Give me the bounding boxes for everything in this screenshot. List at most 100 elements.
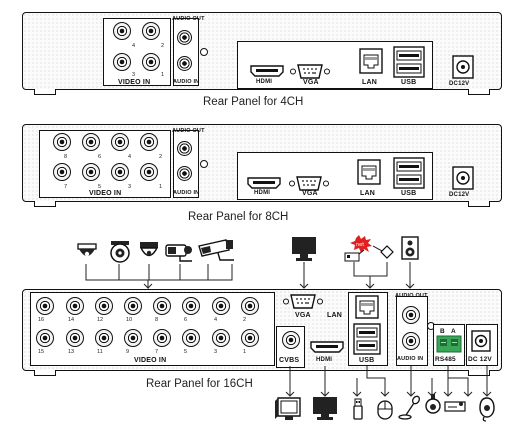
bnc-connector-icon[interactable] xyxy=(182,329,200,347)
channel-number: 10 xyxy=(126,317,133,323)
panel-foot-left xyxy=(34,370,56,376)
bnc-connector-icon[interactable] xyxy=(140,163,158,181)
vga-port-icon[interactable] xyxy=(289,176,329,191)
bnc-connector-icon[interactable] xyxy=(153,329,171,347)
cvbs-label: CVBS xyxy=(279,357,300,364)
bnc-connector-icon[interactable] xyxy=(140,133,158,151)
rca-audio-out-icon[interactable] xyxy=(402,306,420,324)
vga-port-icon[interactable] xyxy=(283,294,323,309)
hdmi-port-icon[interactable] xyxy=(250,65,284,77)
panel-foot-right xyxy=(468,89,490,95)
bnc-connector-icon[interactable] xyxy=(66,297,84,315)
hdmi-port-icon[interactable] xyxy=(247,177,281,189)
rca-audio-in-icon[interactable] xyxy=(402,332,420,350)
bnc-connector-icon[interactable] xyxy=(95,297,113,315)
usb-port-icon[interactable] xyxy=(393,157,425,189)
bnc-connector-icon[interactable] xyxy=(212,329,230,347)
channel-number: 5 xyxy=(98,184,102,190)
channel-number: 8 xyxy=(64,154,68,160)
mouse-icon xyxy=(377,400,393,420)
channel-number: 5 xyxy=(184,349,188,355)
bnc-connector-icon[interactable] xyxy=(182,297,200,315)
bullet-camera-icon xyxy=(165,244,192,262)
bnc-connector-icon[interactable] xyxy=(82,163,100,181)
hdmi-port-icon[interactable] xyxy=(310,341,344,353)
rca-audio-in-icon[interactable] xyxy=(177,56,192,71)
monitor-icon xyxy=(292,237,316,261)
status-led-icon xyxy=(200,48,208,56)
panel-foot-right xyxy=(468,201,490,207)
vga-label: VGA xyxy=(302,190,318,197)
bnc-connector-icon[interactable] xyxy=(113,53,131,71)
bnc-connector-icon[interactable] xyxy=(111,133,129,151)
channel-number: 2 xyxy=(161,43,165,49)
bnc-connector-icon[interactable] xyxy=(53,163,71,181)
audio-in-label: AUDIO IN xyxy=(173,79,200,85)
bnc-connector-icon[interactable] xyxy=(66,329,84,347)
microphone-icon xyxy=(398,395,421,420)
channel-number: 12 xyxy=(97,317,104,323)
rs485-terminal-icon[interactable] xyxy=(436,335,462,353)
audio-out-label: AUDIO OUT xyxy=(395,293,428,299)
channel-number: 4 xyxy=(132,43,136,49)
usb-port-icon[interactable] xyxy=(393,46,425,78)
channel-number: 1 xyxy=(159,184,163,190)
rs485-label: RS485 xyxy=(435,356,456,363)
bnc-connector-icon[interactable] xyxy=(95,329,113,347)
bnc-connector-icon[interactable] xyxy=(53,133,71,151)
channel-number: 6 xyxy=(98,154,102,160)
bnc-connector-icon[interactable] xyxy=(142,22,160,40)
svg-text:net: net xyxy=(356,242,364,248)
bnc-connector-icon[interactable] xyxy=(82,133,100,151)
usb-port-icon[interactable] xyxy=(353,323,381,355)
bnc-connector-icon[interactable] xyxy=(142,53,160,71)
panel-foot-left xyxy=(34,201,56,207)
rs485-pin-b: B xyxy=(440,328,445,335)
bnc-connector-icon[interactable] xyxy=(153,297,171,315)
video-in-label: VIDEO IN xyxy=(118,79,151,86)
rca-audio-out-icon[interactable] xyxy=(177,30,192,45)
bnc-connector-icon[interactable] xyxy=(241,297,259,315)
bnc-connector-icon[interactable] xyxy=(36,329,54,347)
channel-number: 2 xyxy=(159,154,163,160)
bnc-connector-icon[interactable] xyxy=(113,22,131,40)
dc-power-port-icon[interactable] xyxy=(471,330,491,352)
channel-number: 4 xyxy=(214,317,218,323)
vga-port-icon[interactable] xyxy=(290,64,330,79)
dc-power-port-icon[interactable] xyxy=(452,166,474,190)
audio-block xyxy=(173,18,199,86)
bnc-connector-icon[interactable] xyxy=(111,163,129,181)
audio-in-label: AUDIO IN xyxy=(173,190,200,196)
lan-label: LAN xyxy=(360,190,375,197)
dc-label: DC12V xyxy=(449,81,470,87)
dc-power-port-icon[interactable] xyxy=(452,55,474,79)
rca-audio-in-icon[interactable] xyxy=(177,166,192,181)
usb-drive-icon xyxy=(353,398,363,420)
bnc-connector-icon[interactable] xyxy=(36,297,54,315)
cvbs-connector-icon[interactable] xyxy=(282,331,300,349)
panel-caption: Rear Panel for 16CH xyxy=(146,378,253,390)
bnc-connector-icon[interactable] xyxy=(124,329,142,347)
audio-out-label: AUDIO OUT xyxy=(172,16,205,22)
lan-port-icon[interactable] xyxy=(357,159,381,185)
channel-number: 3 xyxy=(132,72,136,78)
lan-port-icon[interactable] xyxy=(355,295,379,319)
channel-number: 6 xyxy=(184,317,188,323)
rca-audio-out-icon[interactable] xyxy=(177,141,192,156)
bnc-connector-icon[interactable] xyxy=(212,297,230,315)
dc-label: DC 12V xyxy=(468,356,492,363)
cvbs-monitor-icon xyxy=(275,397,301,420)
bnc-connector-icon[interactable] xyxy=(124,297,142,315)
lan-label: LAN xyxy=(327,312,342,319)
lan-port-icon[interactable] xyxy=(359,48,383,74)
bnc-connector-icon[interactable] xyxy=(241,329,259,347)
channel-number: 8 xyxy=(155,317,159,323)
vga-label: VGA xyxy=(303,79,319,86)
channel-number: 11 xyxy=(97,349,103,355)
usb-label: USB xyxy=(401,190,417,197)
hdmi-label: HDMI xyxy=(316,357,333,363)
video-in-label: VIDEO IN xyxy=(89,190,122,197)
channel-number: 1 xyxy=(243,349,247,355)
